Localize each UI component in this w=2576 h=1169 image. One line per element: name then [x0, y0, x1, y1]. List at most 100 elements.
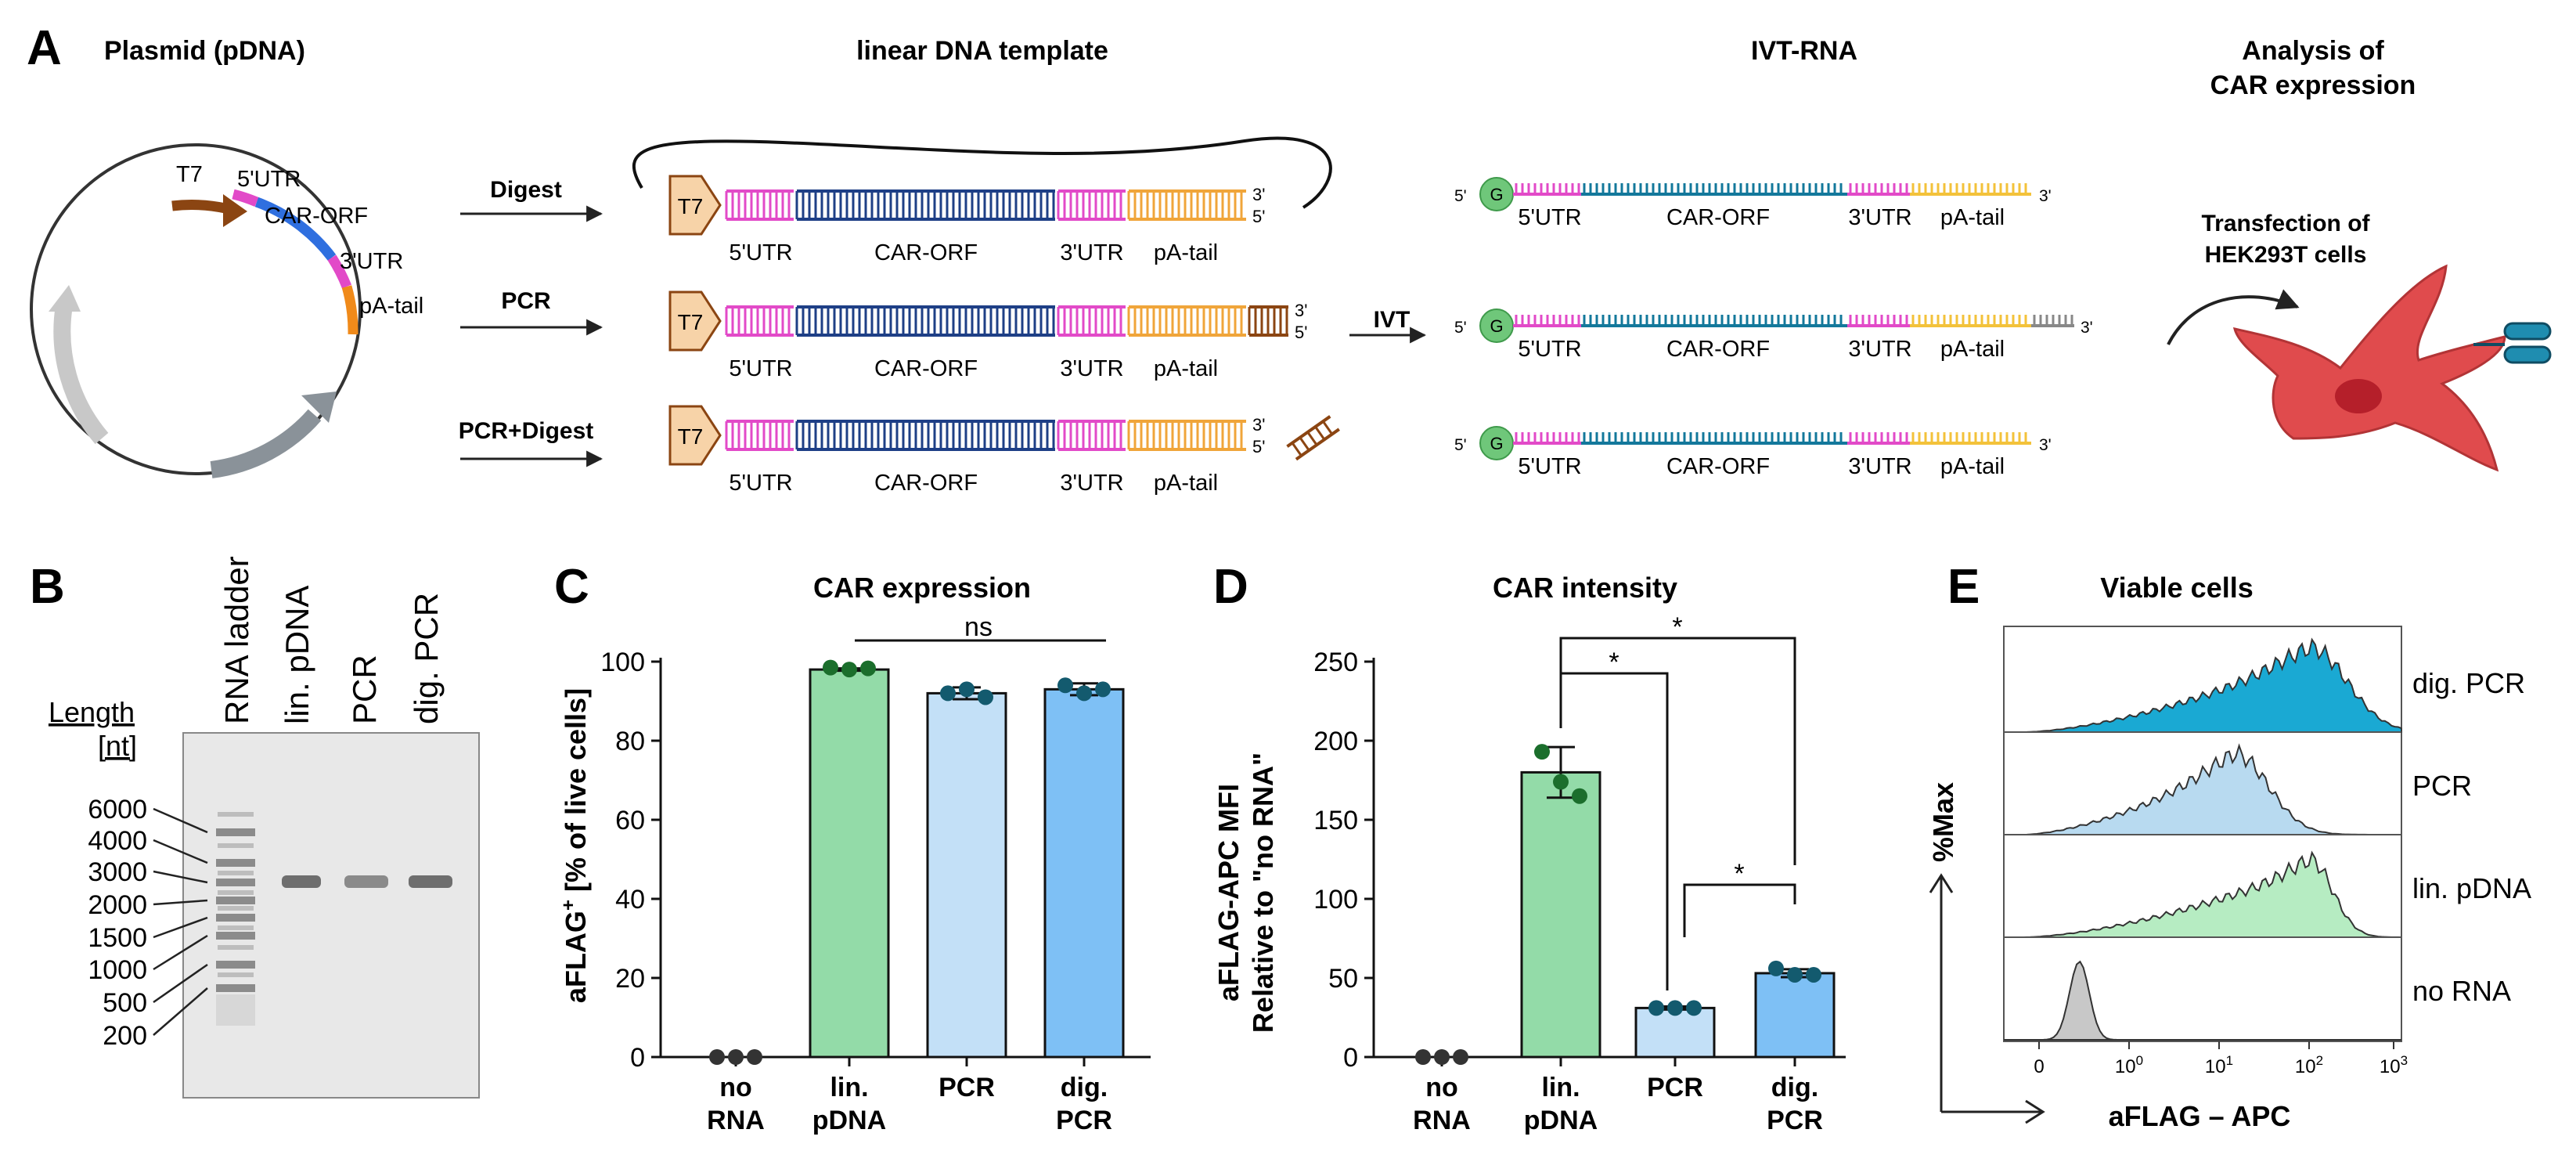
panel-c: C CAR expression aFLAG+ [% of live cells… — [554, 560, 1151, 1135]
histogram-x-tick: 102 — [2295, 1041, 2323, 1077]
route-pcr: PCR — [501, 288, 551, 314]
y-tick-label: 80 — [615, 727, 645, 756]
track-label: dig. PCR — [2412, 667, 2525, 699]
data-point — [1686, 1000, 1702, 1016]
x-tick-label: PCR — [1767, 1106, 1823, 1135]
y-tick-label: 20 — [615, 964, 645, 994]
ladder-band — [218, 972, 254, 977]
bar — [809, 668, 890, 1059]
data-point — [728, 1049, 744, 1065]
utr3-segment — [1057, 189, 1126, 221]
end-3-label: 3' — [1295, 301, 1307, 320]
histogram-x-tick: 101 — [2205, 1041, 2233, 1077]
histogram-curve — [2004, 850, 2402, 938]
cap-label: G — [1490, 316, 1503, 336]
route-digest: Digest — [490, 177, 562, 203]
segment-label: pA-tail — [1154, 471, 1218, 496]
significance-ns: ns — [964, 612, 993, 642]
rna-5-end: 5' — [1454, 436, 1467, 454]
segment-label: CAR-ORF — [874, 240, 978, 265]
rna-segment-label: pA-tail — [1940, 454, 2005, 479]
gel-ladder-tick — [153, 963, 208, 1004]
ladder-band — [216, 859, 255, 867]
ivt-arrow-label: IVT — [1374, 307, 1410, 333]
ladder-band — [216, 984, 255, 992]
gel-lane-label: dig. PCR — [408, 593, 445, 724]
histogram-x-tick-label: 101 — [2205, 1053, 2233, 1077]
utr5-rna — [1513, 183, 1581, 196]
x-tick-label: no — [1425, 1073, 1458, 1102]
histogram-x-tick-label: 102 — [2295, 1053, 2323, 1077]
ladder-band — [218, 871, 254, 875]
gel-ladder-value: 1500 — [88, 923, 147, 953]
histogram-track: lin. pDNA — [2004, 850, 2531, 938]
transfection-line2: HEK293T cells — [2205, 242, 2367, 268]
rna-segment-label: 3'UTR — [1848, 205, 1911, 230]
ivt-rna-title: IVT-RNA — [1751, 36, 1857, 66]
x-tick-label: RNA — [707, 1106, 765, 1135]
segment-label: 3'UTR — [1060, 356, 1123, 381]
end-3-label: 3' — [1252, 185, 1265, 204]
data-point — [860, 660, 876, 677]
cap-label: G — [1490, 434, 1503, 453]
gel-ladder-tick — [153, 870, 208, 884]
y-tick-label: 40 — [615, 885, 645, 915]
ladder-band — [218, 906, 254, 911]
pa-tail-segment — [1127, 305, 1246, 337]
gel-ladder-tick — [153, 934, 208, 971]
y-tick-label: 0 — [630, 1043, 645, 1073]
rna-3-end: 3' — [2039, 436, 2052, 454]
x-tick-label: no — [719, 1073, 752, 1102]
utr5-segment — [725, 189, 794, 221]
track-label: lin. pDNA — [2412, 872, 2531, 904]
x-tick-label: lin. — [830, 1073, 868, 1102]
segment-label: 5'UTR — [729, 356, 792, 381]
end-5-label: 5' — [1295, 323, 1307, 342]
orf-rna — [1581, 315, 1847, 327]
histogram-x-tick-label: 0 — [2034, 1056, 2044, 1077]
gel-ladder-tick — [153, 807, 208, 834]
x-tick-label: RNA — [1413, 1106, 1471, 1135]
data-point — [1076, 685, 1092, 702]
pa-rna — [1910, 432, 2031, 445]
segment-label: 3'UTR — [1060, 471, 1123, 496]
gel-lane-label: RNA ladder — [218, 556, 255, 724]
utr3-segment — [1057, 420, 1126, 451]
panel-e-xlabel: aFLAG – APC — [2109, 1100, 2291, 1132]
histogram-x-tick: 100 — [2115, 1041, 2143, 1077]
data-point — [1534, 744, 1550, 760]
track-label: no RNA — [2412, 975, 2511, 1007]
x-tick-label: lin. — [1541, 1073, 1580, 1102]
panel-d-ylabel-line1: aFLAG-APC MFI — [1212, 784, 1245, 1001]
t7-label: T7 — [678, 424, 704, 449]
x-tick-label: dig. — [1771, 1073, 1818, 1102]
analysis-title-line2: CAR expression — [2210, 70, 2416, 100]
rna-segment-label: 5'UTR — [1518, 337, 1581, 362]
utr3-rna — [1847, 315, 1910, 327]
data-point — [978, 689, 993, 705]
x-tick-label: pDNA — [812, 1106, 886, 1135]
y-tick-label: 100 — [1313, 885, 1358, 915]
gel-ladder-value: 4000 — [88, 826, 147, 856]
panel-d-letter: D — [1213, 560, 1248, 614]
histogram-track: no RNA — [2004, 960, 2511, 1041]
data-point — [1667, 1000, 1683, 1016]
segment-label: pA-tail — [1154, 356, 1218, 381]
rna-segment-label: pA-tail — [1940, 337, 2005, 362]
sample-band — [409, 875, 452, 888]
data-point — [1434, 1049, 1450, 1065]
panel-a: A Plasmid (pDNA) linear DNA template IVT… — [27, 21, 2552, 496]
rna-segment-label: 3'UTR — [1848, 454, 1911, 479]
panel-d-title: CAR intensity — [1493, 572, 1677, 604]
data-point — [959, 681, 975, 698]
x-tick-label: pDNA — [1524, 1106, 1598, 1135]
data-point — [823, 659, 838, 676]
pa-tail-segment — [1127, 189, 1246, 221]
utr3-segment — [1057, 305, 1126, 337]
